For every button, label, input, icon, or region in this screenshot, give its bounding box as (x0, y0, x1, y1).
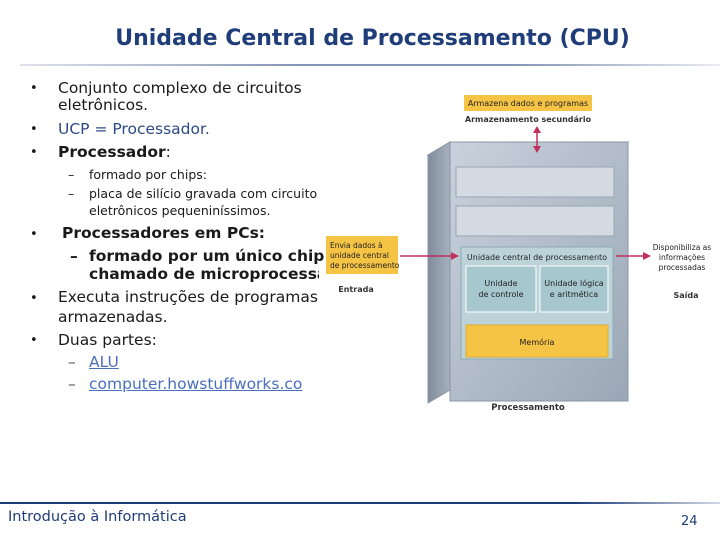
bullet-5-line-1: Executa instruções de programas (58, 288, 318, 306)
dash-marker: – (68, 353, 76, 371)
memory-label: Memória (520, 337, 555, 347)
input-box (326, 236, 398, 274)
input-label: Entrada (338, 285, 373, 294)
bullet-1-line-2: eletrônicos. (58, 96, 149, 114)
bullet-dot: • (30, 333, 38, 348)
cabinet-side (427, 141, 451, 404)
howstuffworks-link[interactable]: computer.howstuffworks.co (89, 375, 303, 393)
control-unit-line-1: Unidade (484, 279, 517, 288)
bullet-3-sub-2-line-1: placa de silício gravada com circuito (89, 186, 318, 201)
input-box-line-1: Envia dados à (330, 241, 383, 250)
footer-text: Introdução à Informática (8, 509, 187, 525)
dash-marker: – (70, 247, 78, 265)
bullet-4-sub-line-2: chamado de microprocessador (89, 265, 319, 283)
memory-box (465, 324, 609, 358)
storage-label: Armazenamento secundário (465, 115, 592, 124)
storage-box (464, 95, 592, 111)
dash-marker: – (68, 375, 76, 393)
output-arrow-head (643, 252, 651, 260)
dash-marker: – (68, 186, 75, 201)
drive-bay-1 (455, 166, 615, 198)
title-divider (20, 64, 720, 66)
alu-line-2: e aritmética (550, 289, 598, 299)
bullet-5-line-2: armazenadas. (58, 308, 168, 326)
cpu-diagram: Unidade central de processamento Unidade… (326, 95, 712, 413)
bullet-4: Processadores em PCs: (62, 224, 266, 242)
output-box-line-1: Disponibiliza as (653, 243, 711, 252)
output-box (652, 238, 712, 278)
storage-box-text: Armazena dados e programas (468, 99, 588, 108)
drive-bay-2 (455, 205, 615, 237)
bullet-2: UCP = Processador. (58, 120, 210, 138)
bullet-3-rest: : (165, 143, 171, 161)
output-box-line-2: informações (659, 253, 705, 262)
control-unit-box (465, 265, 537, 313)
control-unit-line-2: de controle (478, 290, 523, 299)
storage-arrow-up-head (533, 126, 541, 133)
bullet-dot: • (30, 227, 38, 242)
bullet-4-sub-line-1: formado por um único chip (89, 247, 325, 265)
page-number: 24 (681, 514, 698, 529)
storage-arrow-down-head (533, 146, 541, 153)
cpu-title: Unidade central de processamento (467, 253, 607, 262)
slide-title: Unidade Central de Processamento (CPU) (115, 26, 630, 51)
bullet-3-sub-1: formado por chips: (89, 167, 207, 182)
input-box-line-3: de processamento (330, 261, 400, 270)
alu-link[interactable]: ALU (89, 353, 119, 371)
alu-box (539, 265, 609, 313)
bullet-dot: • (30, 122, 38, 137)
input-arrow-head (451, 252, 459, 260)
bullet-3-sub-2-line-2: eletrônicos pequeniníssimos. (89, 203, 271, 218)
bullet-dot: • (30, 81, 38, 96)
bullet-1-line-1: Conjunto complexo de circuitos (58, 79, 302, 97)
bullet-3-bold: Processador (58, 143, 166, 161)
output-box-line-3: processadas (659, 263, 706, 272)
footer-divider (0, 502, 720, 504)
alu-line-1: Unidade lógica (544, 278, 603, 288)
processing-label: Processamento (491, 403, 565, 413)
bullet-6: Duas partes: (58, 331, 157, 349)
dash-marker: – (68, 167, 75, 182)
bullet-dot: • (30, 145, 38, 160)
input-box-line-2: unidade central (330, 251, 389, 260)
output-label: Saída (673, 291, 698, 300)
bullet-dot: • (30, 291, 38, 306)
bullet-3: Processador: (58, 143, 171, 162)
